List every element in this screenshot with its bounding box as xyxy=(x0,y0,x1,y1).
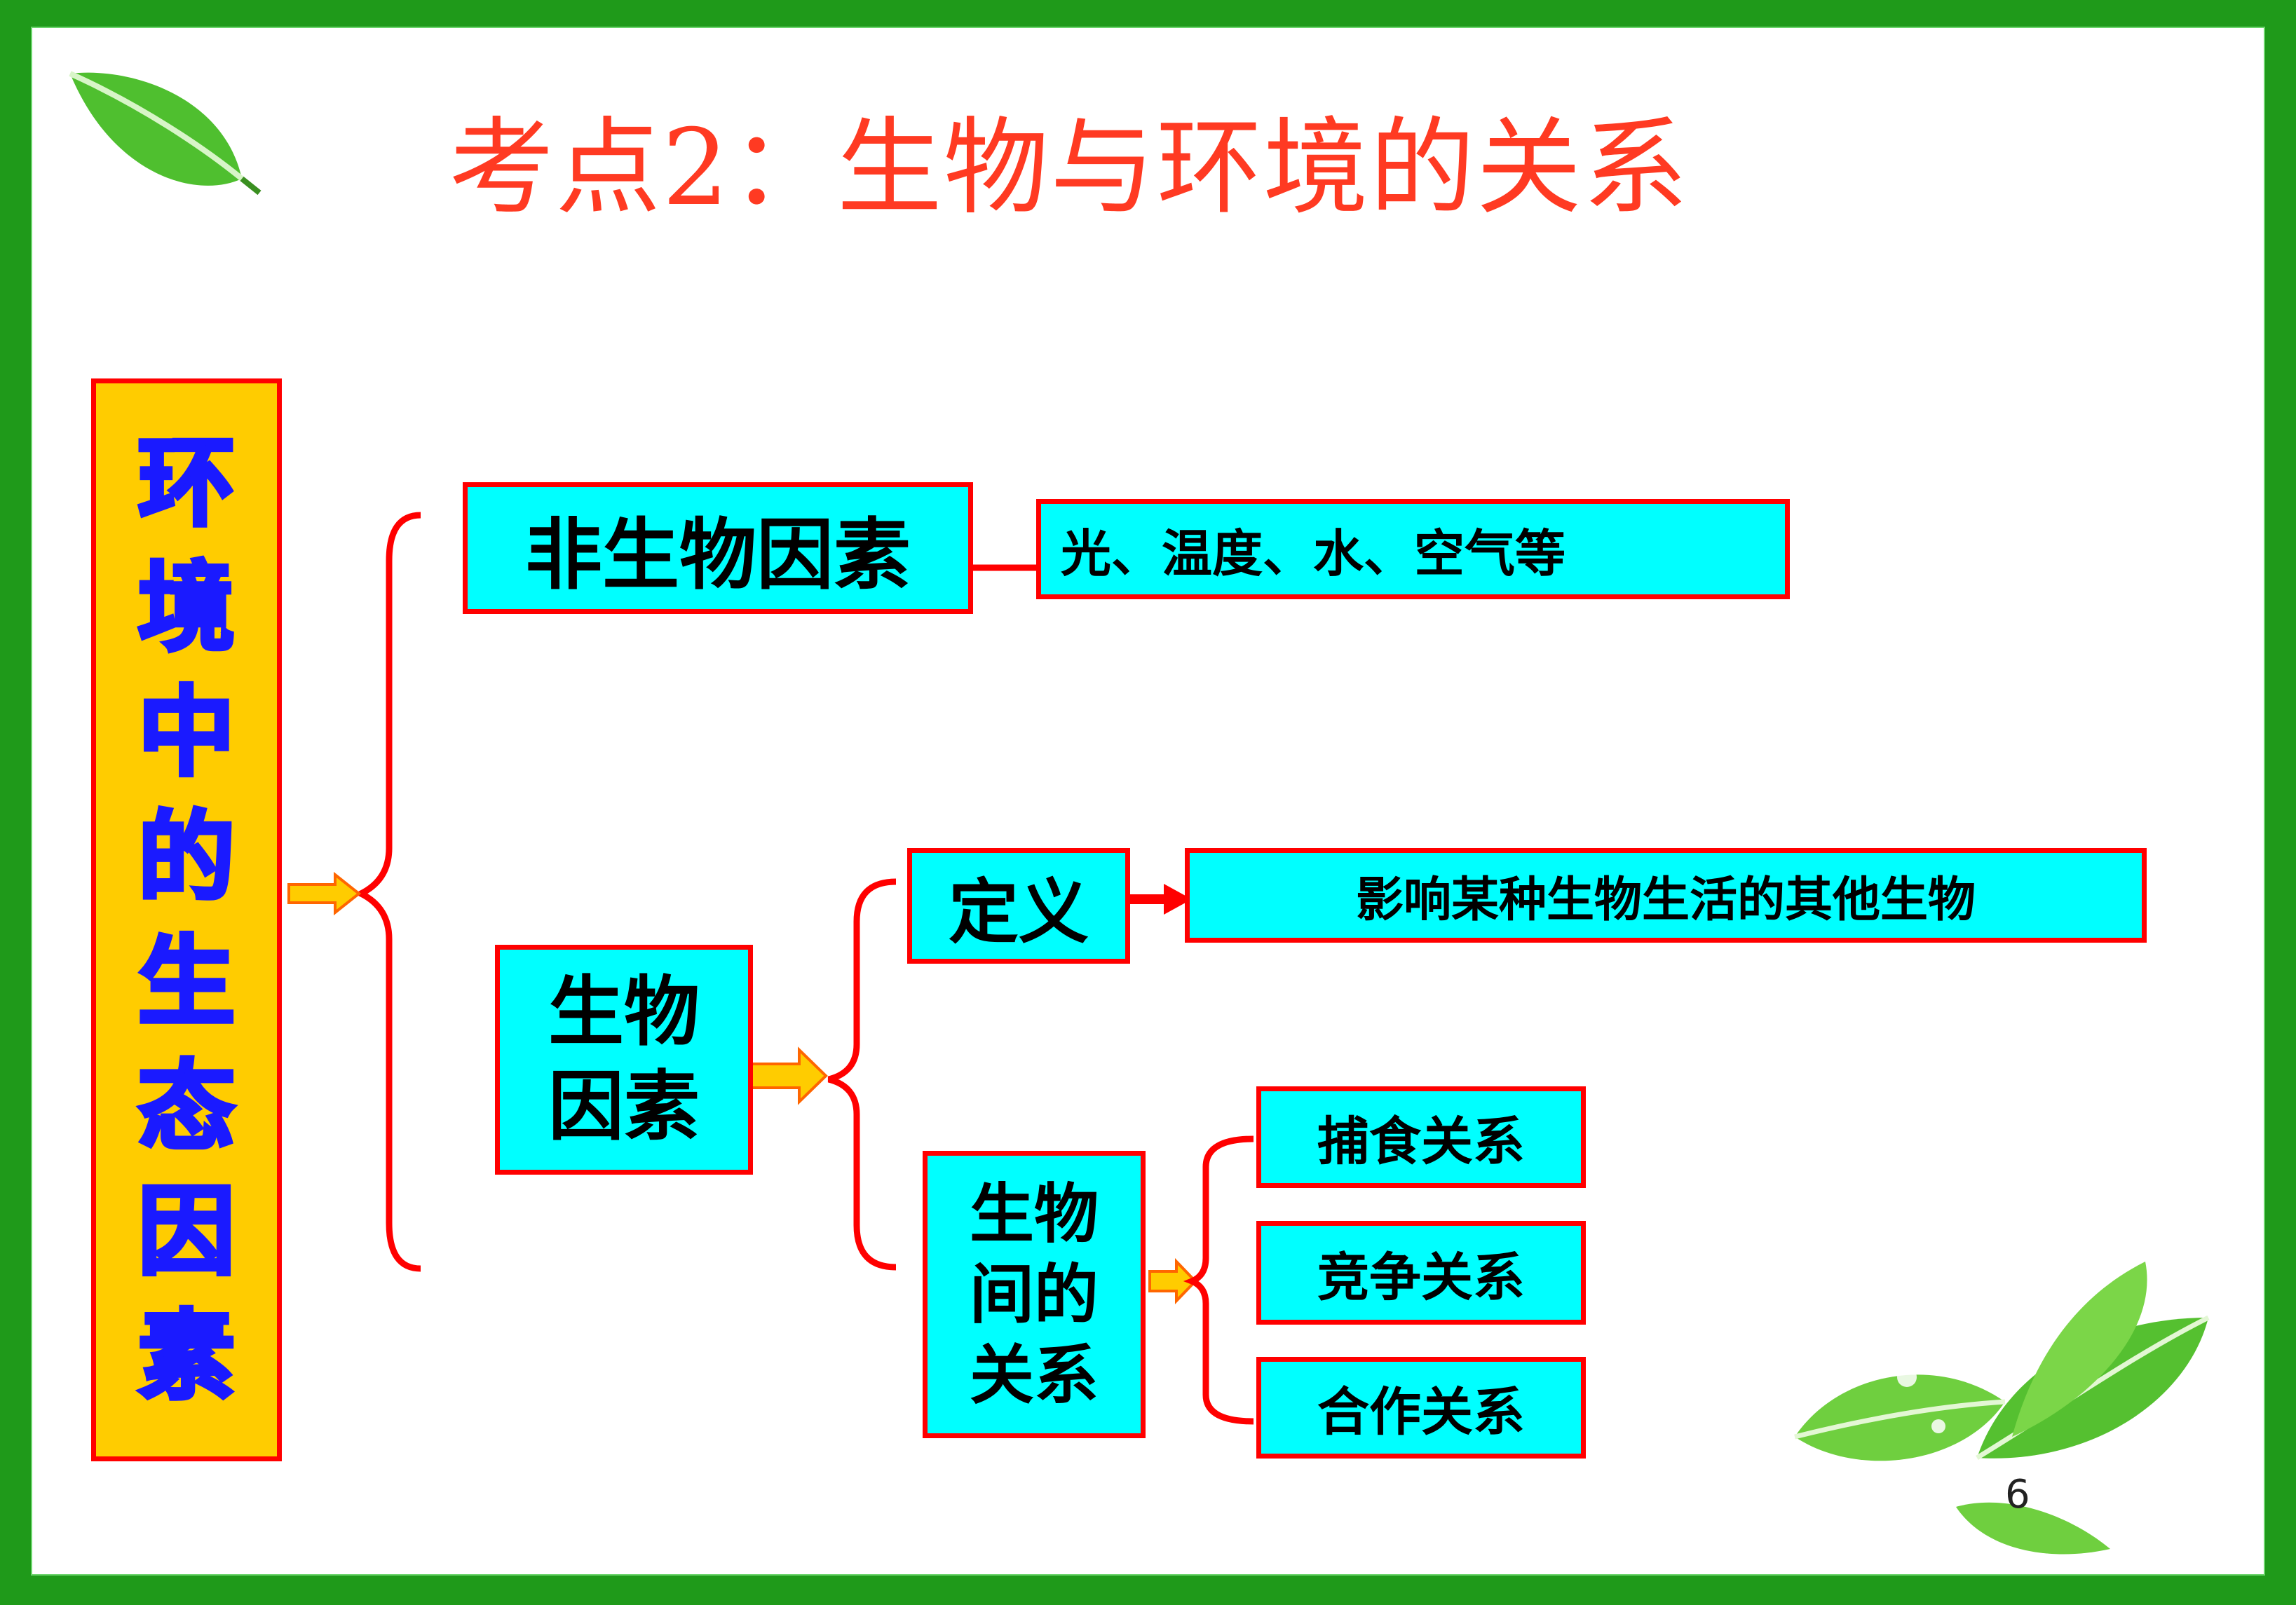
root-box: 环 境 中 的 生 态 因 素 xyxy=(91,378,282,1461)
root-char: 环 xyxy=(136,425,237,542)
definition-box: 定义 xyxy=(907,848,1130,964)
root-char: 素 xyxy=(136,1298,237,1415)
relations-line: 间的 xyxy=(969,1257,1099,1332)
leaves-icon xyxy=(1794,1262,2210,1555)
arrow-main xyxy=(287,871,362,916)
biotic-box: 生物 因素 xyxy=(495,945,753,1175)
leaf-icon xyxy=(69,71,261,196)
root-char: 的 xyxy=(136,799,237,916)
biotic-line: 生物 xyxy=(548,969,700,1056)
relation-item-competition: 竞争关系 xyxy=(1256,1221,1586,1325)
abiotic-examples-box: 光、温度、水、空气等 xyxy=(1036,499,1790,599)
root-char: 因 xyxy=(136,1173,237,1290)
root-char: 态 xyxy=(136,1049,237,1166)
relations-line: 生物 xyxy=(969,1176,1099,1252)
arrow-biotic xyxy=(750,1046,828,1105)
arrow-relations xyxy=(1148,1258,1197,1304)
main-brace xyxy=(353,512,421,1272)
slide-frame xyxy=(31,27,2265,1576)
relation-item-cooperation: 合作关系 xyxy=(1256,1357,1586,1459)
root-char: 中 xyxy=(136,674,237,791)
relations-line: 关系 xyxy=(969,1337,1099,1413)
root-char: 境 xyxy=(136,549,237,667)
biotic-brace xyxy=(827,878,897,1271)
relation-item-predation: 捕食关系 xyxy=(1256,1086,1586,1188)
relations-box: 生物 间的 关系 xyxy=(923,1151,1146,1438)
arrow-definition xyxy=(1164,884,1192,915)
root-char: 生 xyxy=(136,924,237,1041)
page-number: 6 xyxy=(2005,1472,2030,1517)
biotic-line: 因素 xyxy=(548,1063,700,1151)
page-title: 考点2：生物与环境的关系 xyxy=(449,107,1690,229)
abiotic-box: 非生物因素 xyxy=(463,482,973,614)
definition-text-box: 影响某种生物生活的其他生物 xyxy=(1185,848,2147,943)
relations-brace xyxy=(1183,1135,1254,1425)
